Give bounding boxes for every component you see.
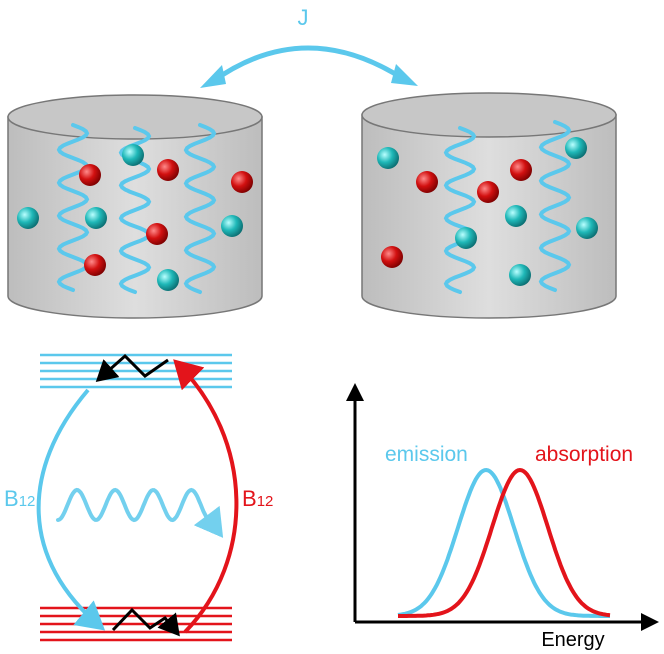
cyan-molecule (17, 207, 39, 229)
standing-wave (538, 120, 572, 292)
left-transition-label: B12 (4, 486, 35, 511)
lower-relaxation-arrow (111, 607, 180, 637)
absorption-legend-label: absorption (535, 443, 633, 466)
cyan-molecule (377, 147, 399, 169)
cavity-right (361, 92, 617, 319)
standing-wave (183, 123, 217, 294)
cyan-molecule (505, 205, 527, 227)
red-molecule (84, 254, 106, 276)
red-molecule (510, 159, 532, 181)
red-molecule (416, 171, 438, 193)
cyan-molecule (455, 227, 477, 249)
standing-wave (443, 126, 477, 294)
absorption-transition-arrow (173, 359, 239, 634)
upper-relaxation-arrow (95, 353, 169, 382)
red-molecule (79, 164, 101, 186)
cyan-molecule (509, 264, 531, 286)
cyan-molecule (157, 269, 179, 291)
coupling-label: J (298, 5, 309, 30)
spectrum-axes (346, 383, 659, 631)
red-molecule (231, 171, 253, 193)
right-transition-label: B12 (242, 486, 273, 511)
cavity-left (7, 94, 263, 319)
molecules (17, 137, 598, 291)
red-molecule (146, 223, 168, 245)
cyan-molecule (576, 217, 598, 239)
cyan-molecule (122, 144, 144, 166)
red-molecule (477, 181, 499, 203)
cyan-molecule (221, 215, 243, 237)
cyan-molecule (565, 137, 587, 159)
emission-legend-label: emission (385, 443, 468, 466)
absorption-curve (398, 467, 611, 618)
red-molecule (157, 159, 179, 181)
red-molecule (381, 246, 403, 268)
upper-energy-levels (40, 353, 232, 389)
photon-wave (56, 487, 224, 538)
cyan-molecule (85, 207, 107, 229)
emission-transition-arrow (36, 388, 106, 631)
x-axis-label: Energy (541, 629, 604, 651)
coupling-arrow (200, 45, 418, 88)
